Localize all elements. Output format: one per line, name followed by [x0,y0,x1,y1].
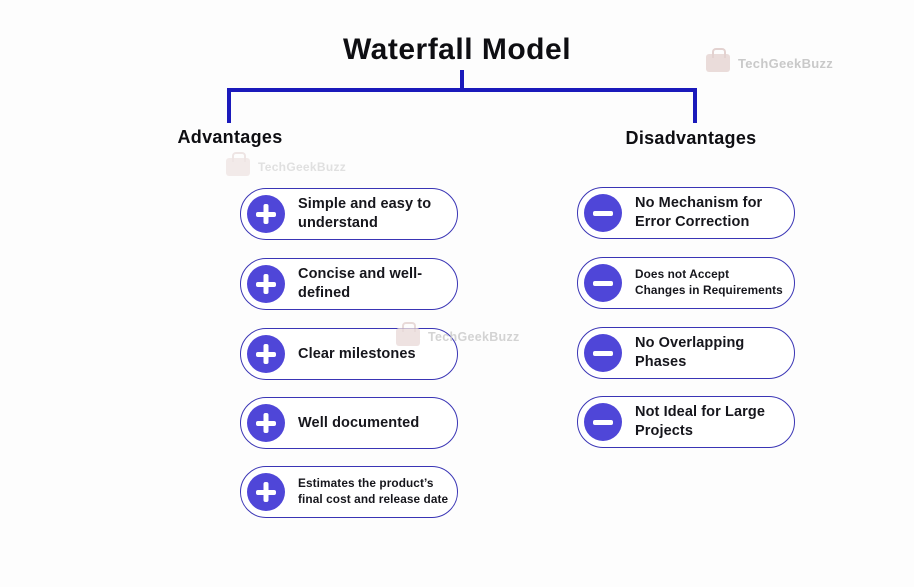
plus-badge [247,473,285,511]
minus-badge [584,194,622,232]
watermark-text: TechGeekBuzz [258,160,347,174]
connector-stem [460,70,464,90]
minus-icon [593,350,613,356]
plus-icon [256,211,276,217]
advantage-text: Clear milestones [298,345,416,362]
plus-icon [256,351,276,357]
advantage-item: Well documented [240,397,458,449]
techgeekbuzz-logo-icon [396,322,420,346]
techgeekbuzz-logo-icon [706,48,730,72]
advantage-item: Estimates the product’s final cost and r… [240,466,458,518]
connector-horizontal [227,88,697,92]
watermark-text: TechGeekBuzz [428,330,520,344]
plus-badge [247,335,285,373]
disadvantage-text: Does not Accept Changes in Requirements [635,267,783,297]
disadvantage-item: No Overlapping Phases [577,327,795,379]
plus-badge [247,265,285,303]
minus-badge [584,264,622,302]
disadvantage-text: Not Ideal for Large Projects [635,404,765,439]
advantage-text: Simple and easy to understand [298,196,432,231]
disadvantages-label: Disadvantages [625,128,757,148]
connector-drop-right [693,88,697,123]
disadvantage-item: Does not Accept Changes in Requirements [577,257,795,309]
advantage-item: Simple and easy to understand [240,188,458,240]
disadvantage-item: No Mechanism for Error Correction [577,187,795,239]
disadvantage-item: Not Ideal for Large Projects [577,396,795,448]
minus-icon [593,419,613,425]
plus-badge [247,404,285,442]
disadvantage-text: No Overlapping Phases [635,335,745,370]
plus-icon [256,420,276,426]
disadvantage-text: No Mechanism for Error Correction [635,195,763,230]
advantage-text: Well documented [298,414,420,431]
minus-icon [593,280,613,286]
minus-badge [584,403,622,441]
minus-icon [593,210,613,216]
watermark: TechGeekBuzz [396,322,520,346]
plus-icon [256,281,276,287]
connector-drop-left [227,88,231,123]
techgeekbuzz-logo-icon [226,152,250,176]
advantage-text: Concise and well- defined [298,266,423,301]
advantage-text: Estimates the product’s final cost and r… [298,476,449,506]
plus-badge [247,195,285,233]
watermark: TechGeekBuzz [226,152,347,176]
advantage-item: Concise and well- defined [240,258,458,310]
plus-icon [256,489,276,495]
advantage-item: Clear milestones [240,328,458,380]
advantages-label: Advantages [177,127,283,147]
watermark-text: TechGeekBuzz [738,55,834,71]
minus-badge [584,334,622,372]
watermark: TechGeekBuzz [706,48,834,72]
page-title: Waterfall Model [342,33,572,66]
